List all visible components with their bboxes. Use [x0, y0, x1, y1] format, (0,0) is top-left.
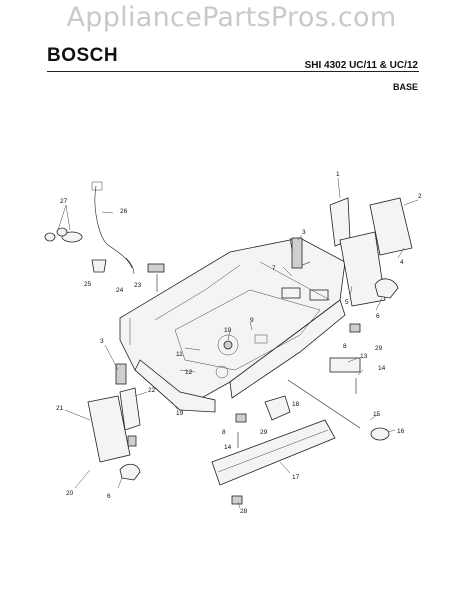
callout-1: 1	[336, 171, 340, 178]
callout-20: 20	[66, 490, 74, 497]
callout-14: 14	[224, 444, 232, 451]
callout-26: 26	[120, 208, 128, 215]
callout-6: 6	[107, 493, 111, 500]
model-number: SHI 4302 UC/11 & UC/12	[304, 60, 418, 71]
callout-10: 10	[224, 327, 232, 334]
callout-3: 3	[100, 338, 104, 345]
callout-29: 29	[260, 429, 268, 436]
right-brackets	[235, 197, 413, 448]
callout-7: 7	[272, 265, 276, 272]
callout-18: 18	[292, 401, 300, 408]
callout-19: 19	[176, 410, 184, 417]
callout-5: 5	[345, 299, 349, 306]
callout-22: 22	[148, 387, 156, 394]
callout-4: 4	[400, 259, 404, 266]
left-brackets	[87, 363, 336, 505]
callout-3: 3	[302, 229, 306, 236]
callout-11: 11	[176, 351, 183, 358]
base-tub	[119, 237, 346, 413]
callout-8: 8	[343, 343, 347, 350]
callout-17: 17	[292, 474, 300, 481]
callout-15: 15	[373, 411, 381, 418]
callout-6: 6	[376, 313, 380, 320]
callout-25: 25	[84, 281, 92, 288]
callout-29: 29	[375, 345, 383, 352]
callout-27: 27	[60, 198, 68, 205]
drain-hose-assembly	[44, 181, 165, 292]
part-callouts: 1 2 3 3 4 5 6 6 7 8 8 9 10 11 12 13 14 1…	[56, 171, 422, 515]
callout-13: 13	[360, 353, 368, 360]
callout-28: 28	[240, 508, 248, 515]
callout-8: 8	[222, 429, 226, 436]
callout-12: 12	[185, 369, 193, 376]
callout-14: 14	[378, 365, 386, 372]
section-title: BASE	[392, 82, 418, 92]
callout-2: 2	[418, 193, 422, 200]
callout-21: 21	[56, 405, 64, 412]
leader-lines	[57, 177, 419, 509]
watermark-text: AppliancePartsPros.com	[66, 2, 397, 33]
callout-24: 24	[116, 287, 124, 294]
callout-23: 23	[134, 282, 142, 289]
callout-9: 9	[250, 317, 254, 324]
callout-16: 16	[397, 428, 405, 435]
brand-logo: BOSCH	[47, 45, 119, 66]
header-rule	[47, 71, 419, 72]
